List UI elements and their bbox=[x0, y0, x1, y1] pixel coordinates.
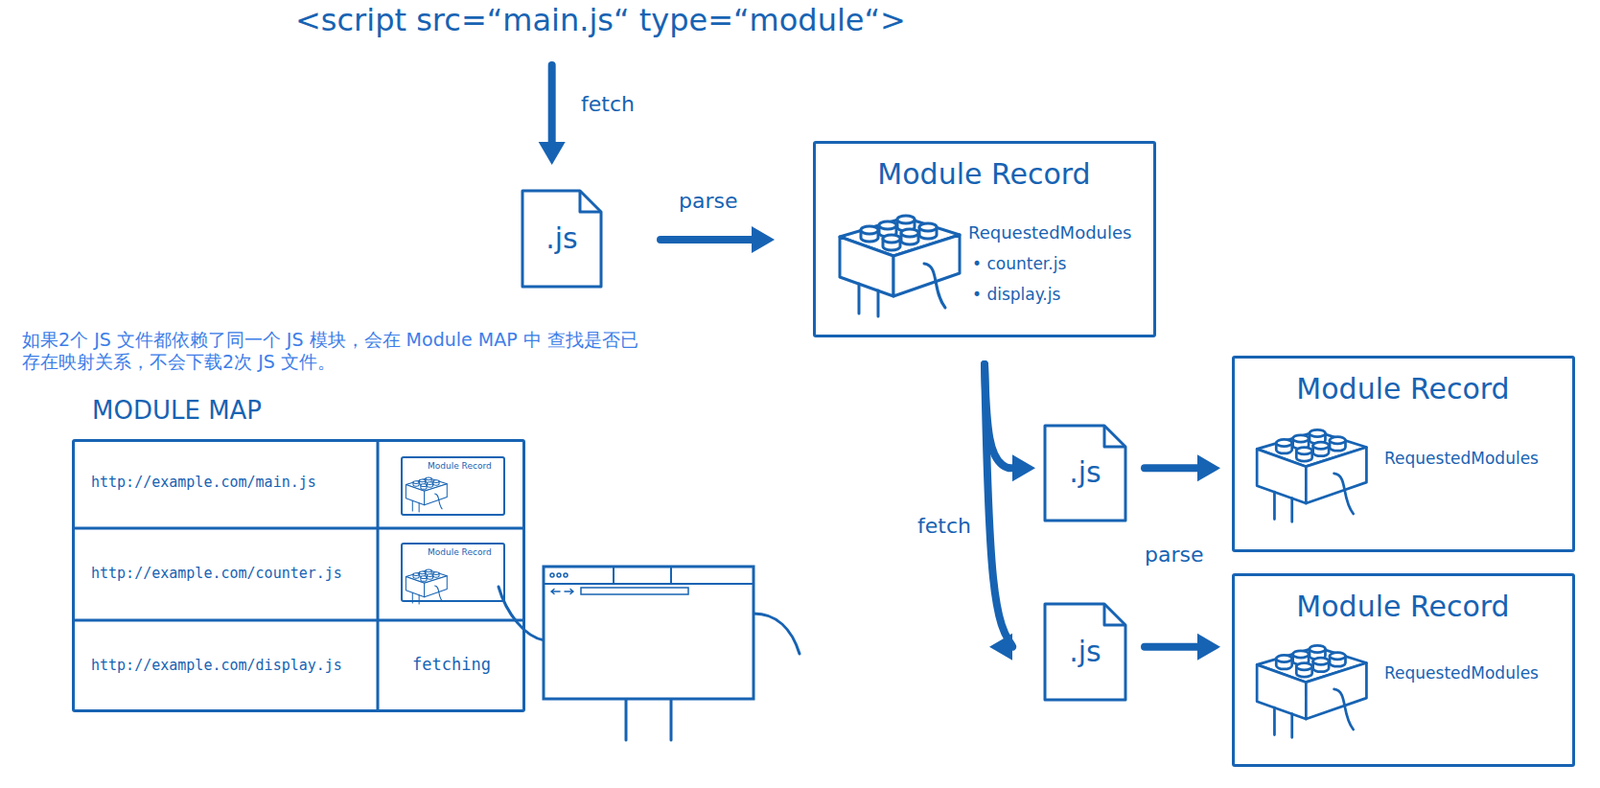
file-fold bbox=[579, 190, 602, 212]
module-record-box: Module RecordRequestedModules bbox=[1231, 355, 1576, 553]
requested-module: RequestedModules bbox=[1384, 663, 1539, 683]
file-extension: .js bbox=[1068, 455, 1102, 490]
record-title: Module Record bbox=[427, 547, 492, 558]
flow-arrow bbox=[1144, 463, 1198, 472]
edge-label: fetch bbox=[915, 513, 974, 539]
table-cell-url: http://example.com/main.js bbox=[91, 473, 317, 491]
window-dot bbox=[550, 573, 555, 578]
browser-arm bbox=[753, 613, 800, 654]
edge-label: fetch bbox=[579, 92, 637, 117]
file-body bbox=[1044, 425, 1126, 521]
flow-arrow bbox=[548, 65, 557, 142]
requested-module: RequestedModules bbox=[968, 222, 1132, 244]
window-dot bbox=[556, 573, 561, 578]
requested-module: • counter.js bbox=[972, 254, 1067, 274]
lego-brick-icon bbox=[1256, 645, 1367, 738]
edge-label: parse bbox=[676, 188, 741, 214]
browser-character bbox=[498, 566, 800, 741]
annotation-note: 如果2个 JS 文件都依赖了同一个 JS 模块，会在 Module MAP 中 … bbox=[22, 328, 655, 373]
table-grid-line bbox=[71, 527, 526, 531]
table-grid-line bbox=[71, 619, 526, 623]
record-title: Module Record bbox=[877, 157, 1090, 192]
file-body bbox=[1044, 603, 1126, 700]
browser-arm bbox=[498, 586, 545, 641]
lego-brick-icon bbox=[839, 215, 960, 317]
browser-tabs bbox=[543, 566, 754, 584]
table-grid bbox=[71, 439, 526, 713]
edge-label: parse bbox=[1142, 542, 1206, 568]
flow-arrow bbox=[984, 364, 1013, 648]
flow-arrow bbox=[660, 235, 752, 244]
nav-arrows bbox=[551, 589, 574, 595]
table-cell-url: http://example.com/display.js bbox=[91, 656, 343, 674]
module-record-box: Module RecordRequestedModules • counter.j… bbox=[812, 140, 1157, 338]
code-text: <script src=“main.js“ type=“module“> bbox=[295, 1, 906, 39]
js-file-icon: .js bbox=[1043, 423, 1128, 523]
browser-legs bbox=[626, 698, 672, 741]
module-record-thumbnail: Module Record bbox=[400, 542, 506, 603]
script-tag-text: <script src=“main.js“ type=“module“> bbox=[285, 0, 916, 45]
table-grid-line bbox=[376, 439, 380, 713]
record-title: Module Record bbox=[1296, 589, 1509, 625]
browser-window bbox=[543, 566, 754, 699]
record-title: Module Record bbox=[427, 461, 492, 472]
lego-brick-icon bbox=[405, 569, 447, 604]
table-heading: MODULE MAP bbox=[92, 395, 262, 426]
record-title: Module Record bbox=[1296, 371, 1509, 407]
file-fold bbox=[1104, 603, 1126, 626]
requested-module: RequestedModules bbox=[1384, 448, 1539, 468]
file-extension: .js bbox=[545, 221, 579, 256]
lego-brick-icon bbox=[405, 477, 447, 512]
file-body bbox=[522, 190, 602, 287]
table-cell-status: fetching bbox=[412, 654, 491, 674]
js-file-icon: .js bbox=[1043, 602, 1128, 702]
requested-module: • display.js bbox=[972, 284, 1061, 304]
lego-brick-icon bbox=[1256, 429, 1367, 522]
flow-arrow bbox=[1144, 643, 1198, 651]
table-cell-url: http://example.com/counter.js bbox=[91, 564, 343, 582]
js-file-icon: .js bbox=[520, 188, 603, 289]
window-dot bbox=[563, 573, 568, 578]
address-bar bbox=[580, 587, 689, 595]
file-extension: .js bbox=[1068, 634, 1102, 670]
module-record-box: Module RecordRequestedModules bbox=[1231, 573, 1576, 767]
file-fold bbox=[1104, 425, 1126, 447]
module-record-thumbnail: Module Record bbox=[400, 456, 506, 516]
